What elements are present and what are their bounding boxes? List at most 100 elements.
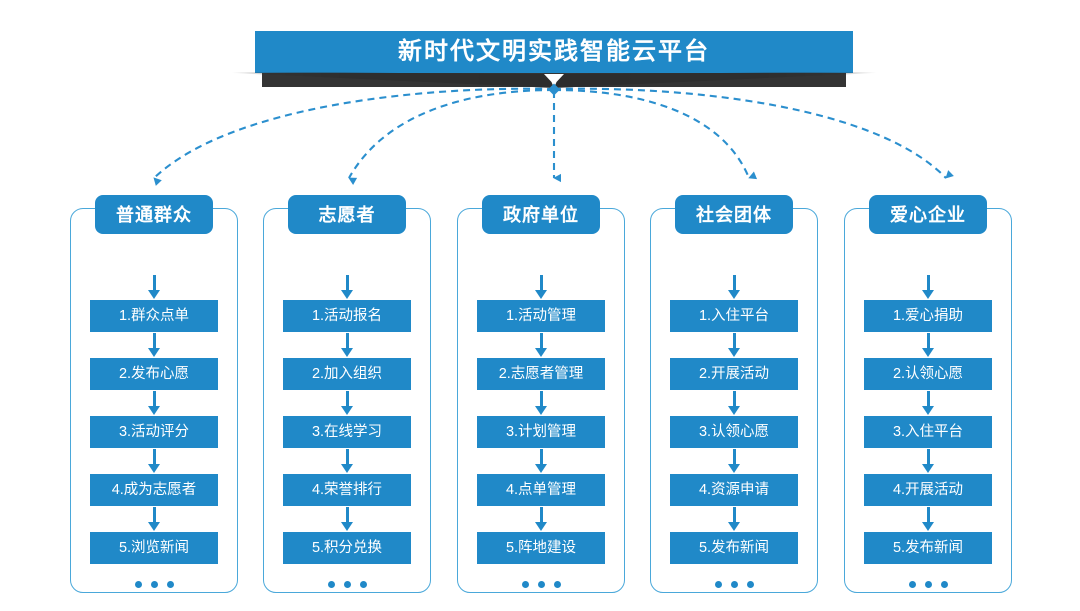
flow-arrow-down-icon xyxy=(477,274,605,300)
ellipsis-dot xyxy=(553,580,561,588)
flow-arrow-down-icon xyxy=(283,448,411,474)
flow-step[interactable]: 2.志愿者管理 xyxy=(477,358,605,390)
flow-step[interactable]: 2.认领心愿 xyxy=(864,358,992,390)
flow-arrow-down-icon xyxy=(90,506,218,532)
flow-arrow-down-icon xyxy=(90,390,218,416)
flow-step[interactable]: 3.入住平台 xyxy=(864,416,992,448)
flow-arrow-down-icon xyxy=(477,506,605,532)
flow-step-label: 2.开展活动 xyxy=(698,365,770,382)
more-items-ellipsis xyxy=(90,564,218,604)
flow-step[interactable]: 1.活动报名 xyxy=(283,300,411,332)
flow-step-label: 1.活动管理 xyxy=(505,307,577,324)
ellipsis-dot xyxy=(521,580,529,588)
flow-step[interactable]: 3.活动评分 xyxy=(90,416,218,448)
role-item-list-5: 1.爱心捐助 2.认领心愿 3.入住平台 4.开展活动 5.发布新闻 xyxy=(864,274,992,604)
flow-step-label: 2.志愿者管理 xyxy=(498,365,584,382)
flow-arrow-down-icon xyxy=(864,332,992,358)
role-header-label: 政府单位 xyxy=(503,204,579,225)
ellipsis-dot xyxy=(359,580,367,588)
ellipsis-dot xyxy=(150,580,158,588)
role-column-社会团体: 社会团体 1.入住平台 2.开展活动 3.认领心愿 4.资源申请 xyxy=(650,195,818,593)
ellipsis-dot xyxy=(940,580,948,588)
ellipsis-dot xyxy=(134,580,142,588)
role-column-志愿者: 志愿者 1.活动报名 2.加入组织 3.在线学习 4.荣誉排行 xyxy=(263,195,431,593)
more-items-ellipsis xyxy=(670,564,798,604)
flow-step-label: 4.点单管理 xyxy=(505,481,577,498)
role-column-普通群众: 普通群众 1.群众点单 2.发布心愿 3.活动评分 4.成为志愿者 xyxy=(70,195,238,593)
flow-step[interactable]: 1.爱心捐助 xyxy=(864,300,992,332)
flow-step[interactable]: 2.加入组织 xyxy=(283,358,411,390)
flow-step[interactable]: 3.认领心愿 xyxy=(670,416,798,448)
flow-step-label: 3.认领心愿 xyxy=(698,423,770,440)
ellipsis-dot xyxy=(908,580,916,588)
role-header-5[interactable]: 爱心企业 xyxy=(869,195,987,234)
flow-step-label: 5.发布新闻 xyxy=(892,539,964,556)
flow-step[interactable]: 4.点单管理 xyxy=(477,474,605,506)
flow-step-label: 1.群众点单 xyxy=(118,307,190,324)
flow-step-label: 1.入住平台 xyxy=(698,307,770,324)
flow-step-label: 4.成为志愿者 xyxy=(111,481,197,498)
role-header-3[interactable]: 政府单位 xyxy=(482,195,600,234)
role-header-4[interactable]: 社会团体 xyxy=(675,195,793,234)
flow-arrow-down-icon xyxy=(90,332,218,358)
chevron-down-icon xyxy=(544,74,564,88)
flow-step-label: 4.资源申请 xyxy=(698,481,770,498)
ellipsis-dot xyxy=(730,580,738,588)
flow-step-label: 1.爱心捐助 xyxy=(892,307,964,324)
platform-title: 新时代文明实践智能云平台 xyxy=(398,38,710,65)
flow-arrow-down-icon xyxy=(864,506,992,532)
flow-step[interactable]: 4.开展活动 xyxy=(864,474,992,506)
ellipsis-dot xyxy=(343,580,351,588)
role-item-list-2: 1.活动报名 2.加入组织 3.在线学习 4.荣誉排行 5.积分兑换 xyxy=(283,274,411,604)
flow-arrow-down-icon xyxy=(864,390,992,416)
platform-banner: 新时代文明实践智能云平台 xyxy=(255,31,853,73)
flow-step[interactable]: 1.群众点单 xyxy=(90,300,218,332)
flow-arrow-down-icon xyxy=(90,448,218,474)
flow-arrow-down-icon xyxy=(283,332,411,358)
flow-arrow-down-icon xyxy=(90,274,218,300)
flow-step[interactable]: 3.在线学习 xyxy=(283,416,411,448)
flow-step-label: 2.发布心愿 xyxy=(118,365,190,382)
flow-step[interactable]: 1.入住平台 xyxy=(670,300,798,332)
role-header-2[interactable]: 志愿者 xyxy=(288,195,406,234)
flow-step[interactable]: 5.浏览新闻 xyxy=(90,532,218,564)
flow-arrow-down-icon xyxy=(864,448,992,474)
flow-arrow-down-icon xyxy=(477,448,605,474)
flow-arrow-down-icon xyxy=(670,274,798,300)
flow-step[interactable]: 5.阵地建设 xyxy=(477,532,605,564)
ellipsis-dot xyxy=(166,580,174,588)
ellipsis-dot xyxy=(714,580,722,588)
flow-step[interactable]: 3.计划管理 xyxy=(477,416,605,448)
ellipsis-dot xyxy=(327,580,335,588)
flow-arrow-down-icon xyxy=(864,274,992,300)
role-header-label: 爱心企业 xyxy=(890,204,966,225)
flow-step[interactable]: 4.成为志愿者 xyxy=(90,474,218,506)
flow-step-label: 4.开展活动 xyxy=(892,481,964,498)
flow-step[interactable]: 4.荣誉排行 xyxy=(283,474,411,506)
flow-step-label: 2.认领心愿 xyxy=(892,365,964,382)
flow-arrow-down-icon xyxy=(477,390,605,416)
flow-step[interactable]: 5.发布新闻 xyxy=(864,532,992,564)
flow-arrow-down-icon xyxy=(283,506,411,532)
more-items-ellipsis xyxy=(477,564,605,604)
role-header-1[interactable]: 普通群众 xyxy=(95,195,213,234)
flow-step-label: 5.发布新闻 xyxy=(698,539,770,556)
role-header-label: 社会团体 xyxy=(696,204,772,225)
ellipsis-dot xyxy=(746,580,754,588)
role-header-label: 普通群众 xyxy=(116,204,192,225)
flow-step-label: 4.荣誉排行 xyxy=(311,481,383,498)
platform-banner-bar: 新时代文明实践智能云平台 xyxy=(255,31,853,73)
flow-step[interactable]: 5.积分兑换 xyxy=(283,532,411,564)
flow-step[interactable]: 1.活动管理 xyxy=(477,300,605,332)
role-item-list-1: 1.群众点单 2.发布心愿 3.活动评分 4.成为志愿者 5.浏览新闻 xyxy=(90,274,218,604)
flow-step[interactable]: 5.发布新闻 xyxy=(670,532,798,564)
flow-arrow-down-icon xyxy=(670,506,798,532)
flow-arrow-down-icon xyxy=(670,332,798,358)
flow-step[interactable]: 2.发布心愿 xyxy=(90,358,218,390)
flow-step[interactable]: 4.资源申请 xyxy=(670,474,798,506)
flow-step-label: 5.浏览新闻 xyxy=(118,539,190,556)
flow-step[interactable]: 2.开展活动 xyxy=(670,358,798,390)
flow-step-label: 1.活动报名 xyxy=(311,307,383,324)
